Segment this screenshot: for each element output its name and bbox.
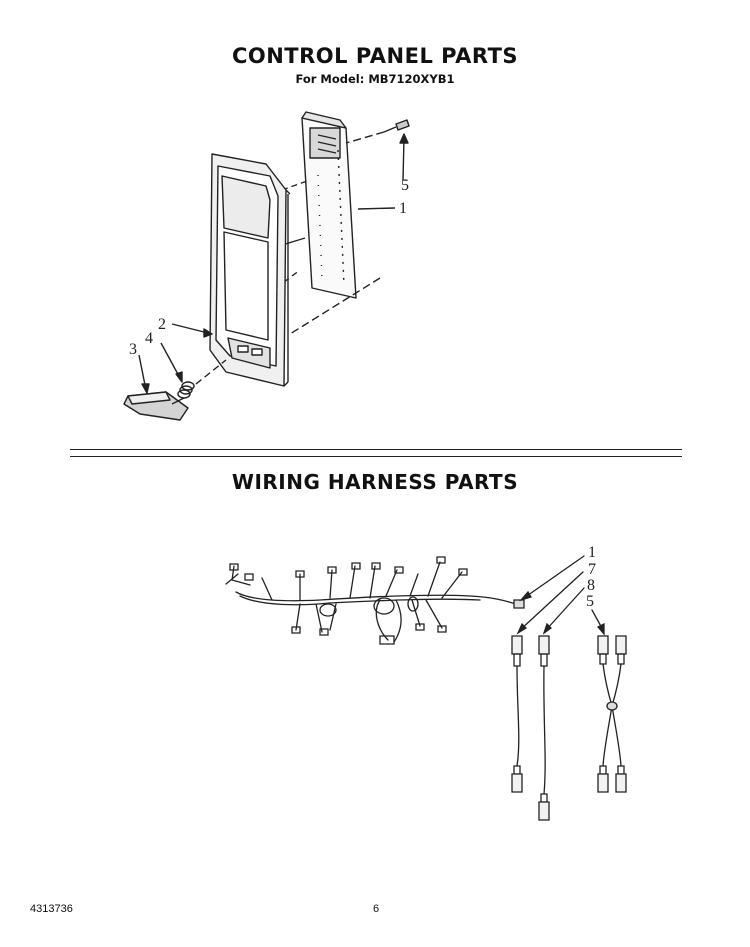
jumper-wire-7-drawing bbox=[512, 636, 522, 792]
callout-3-button: 3 bbox=[129, 341, 137, 358]
callout-2-frame: 2 bbox=[158, 316, 166, 333]
control-panel-title: CONTROL PANEL PARTS bbox=[231, 44, 519, 68]
document-part-number: 4313736 bbox=[30, 903, 73, 915]
callout-4-spring: 4 bbox=[145, 330, 153, 347]
main-harness-drawing bbox=[226, 557, 524, 644]
callout-1-harness: 1 bbox=[588, 544, 596, 561]
screw-drawing bbox=[384, 120, 409, 132]
model-subtitle: For Model: MB7120XYB1 bbox=[295, 72, 455, 86]
control-panel-frame-drawing bbox=[210, 154, 290, 386]
callout-1-board: 1 bbox=[399, 200, 407, 217]
jumper-wire-8-drawing bbox=[539, 636, 549, 820]
wiring-harness-title: WIRING HARNESS PARTS bbox=[231, 470, 519, 494]
control-board-drawing bbox=[302, 112, 356, 298]
callout-5-screw: 5 bbox=[401, 177, 409, 194]
divider-top bbox=[70, 449, 682, 450]
divider-bottom bbox=[70, 456, 682, 457]
dual-jumper-wire-drawing bbox=[598, 636, 626, 792]
callout-8-jumper: 8 bbox=[587, 577, 595, 594]
page-number: 6 bbox=[373, 903, 380, 915]
callout-7-jumper: 7 bbox=[588, 561, 596, 578]
push-button-drawing bbox=[124, 392, 188, 420]
callout-5-dual-jumper: 5 bbox=[586, 593, 594, 610]
